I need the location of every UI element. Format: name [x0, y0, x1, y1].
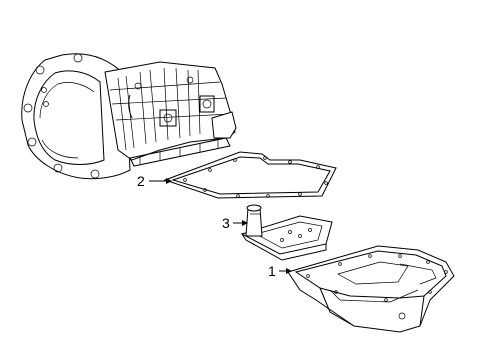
pan-gasket — [163, 151, 337, 199]
callout-1: 1 — [268, 263, 292, 279]
callout-label-gasket: 2 — [137, 173, 145, 189]
transmission-assembly — [21, 53, 237, 180]
transmission-oil-pan — [287, 245, 455, 333]
callout-label-pan: 1 — [268, 263, 276, 279]
callout-3: 3 — [222, 215, 248, 231]
callout-label-filter: 3 — [222, 215, 230, 231]
transmission-filter — [240, 204, 333, 261]
callout-2: 2 — [137, 173, 172, 189]
